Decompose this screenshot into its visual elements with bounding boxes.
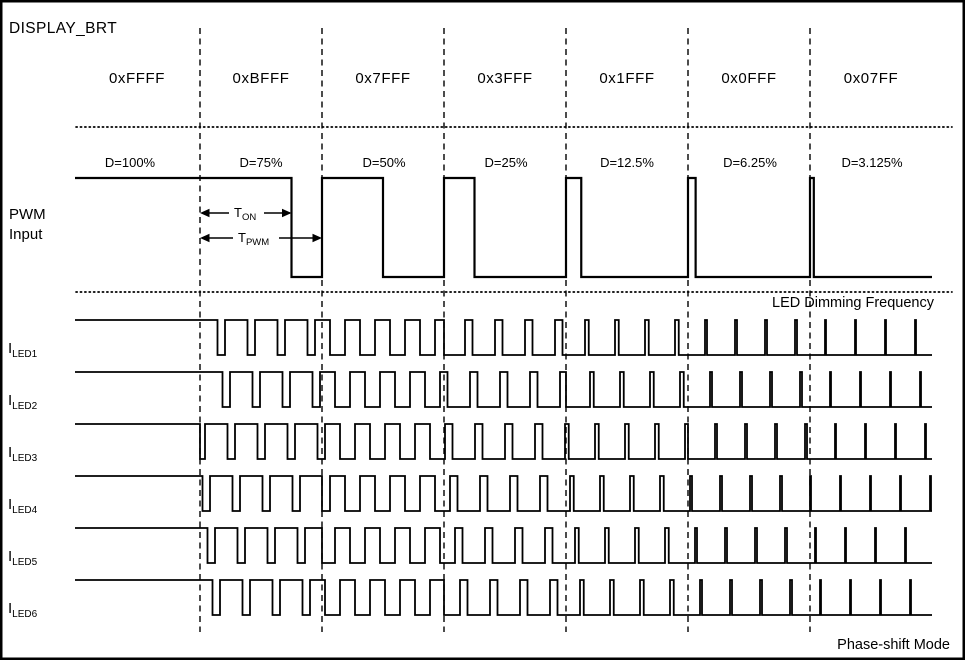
ton-arrowhead-right [282,208,292,218]
dotted-separator-lines [75,126,953,293]
hex-label-2: 0xBFFF [233,70,290,87]
hex-label-7: 0x07FF [844,70,898,87]
hex-label-4: 0x3FFF [477,70,532,87]
pwm-input-waveform [75,176,932,279]
iled3-label: ILED3 [8,444,38,464]
iled6-waveform [75,579,932,616]
ton-label-bg [229,204,264,221]
hex-label-3: 0x7FFF [355,70,410,87]
tpwm-arrowhead-left [200,233,210,243]
duty-label-1: D=100% [105,155,156,170]
page-title: DISPLAY_BRT [9,20,117,37]
tpwm-label: TPWM [238,230,269,248]
pwm-input-label-line1: PWM [9,206,46,223]
iled5-label: ILED5 [8,548,38,568]
tpwm-annotation: TPWM [200,229,322,248]
duty-label-7: D=3.125% [841,155,903,170]
duty-cycle-labels: D=100% D=75% D=50% D=25% D=12.5% D=6.25%… [105,155,903,170]
iled2-label: ILED2 [8,392,38,412]
iled6-label: ILED6 [8,600,38,620]
duty-label-5: D=12.5% [600,155,654,170]
hex-label-6: 0x0FFF [721,70,776,87]
duty-label-3: D=50% [363,155,406,170]
waveforms [75,176,932,616]
iled2-waveform [75,371,932,408]
iled1-label: ILED1 [8,340,38,360]
ton-label: TON [234,205,256,223]
hex-label-5: 0x1FFF [599,70,654,87]
iled4-label: ILED4 [8,496,38,516]
duty-label-6: D=6.25% [723,155,777,170]
led-dimming-frequency-label: LED Dimming Frequency [772,295,935,311]
ton-arrowhead-left [200,208,210,218]
channel-labels: ILED1 ILED2 ILED3 ILED4 ILED5 ILED6 [8,340,38,620]
pwm-input-label-line2: Input [9,226,43,243]
ton-annotation: TON [200,204,292,223]
duty-label-4: D=25% [485,155,528,170]
iled1-waveform [75,319,932,356]
iled5-waveform [75,527,932,564]
iled4-waveform [75,475,932,512]
iled3-waveform [75,423,932,460]
tpwm-label-bg [233,229,279,246]
phase-shift-mode-label: Phase-shift Mode [837,637,950,653]
duty-label-2: D=75% [240,155,283,170]
hex-label-1: 0xFFFF [109,70,165,87]
register-value-labels: 0xFFFF 0xBFFF 0x7FFF 0x3FFF 0x1FFF 0x0FF… [109,70,898,87]
tpwm-arrowhead-right [312,233,322,243]
